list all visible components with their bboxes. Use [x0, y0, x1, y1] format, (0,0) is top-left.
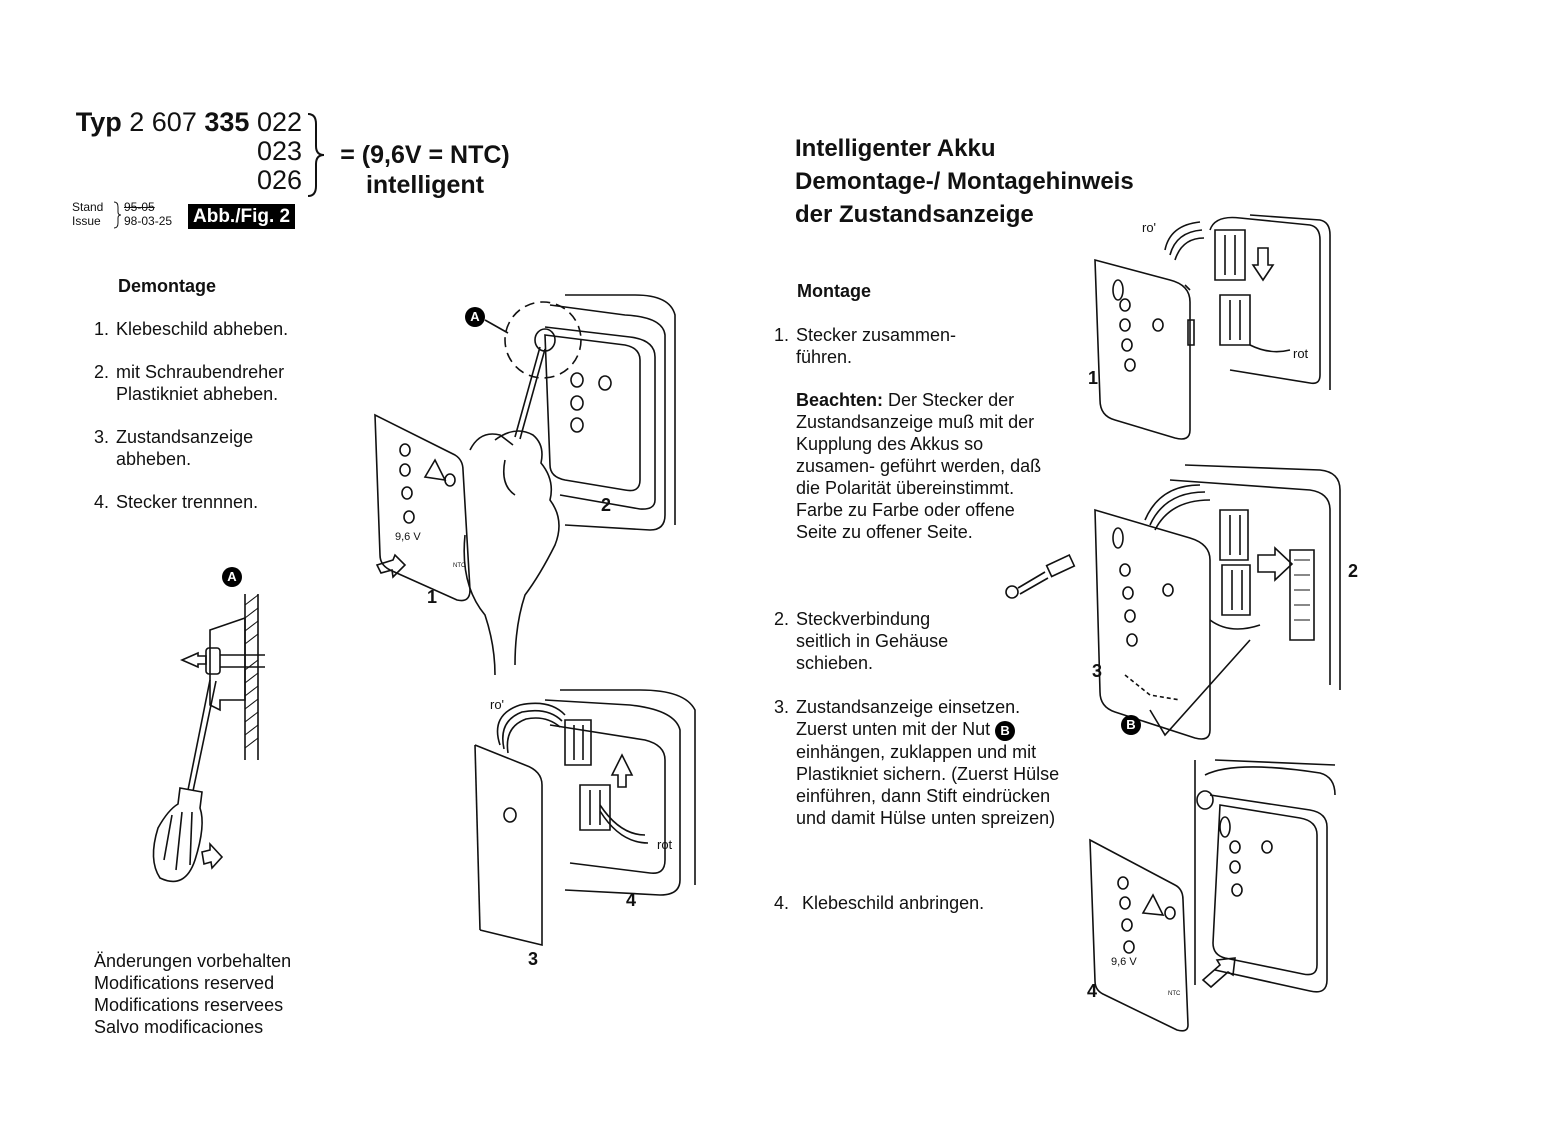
montage-title: Montage [797, 281, 871, 301]
montage-step-1: 1.Stecker zusammen- führen. [774, 325, 957, 367]
left-fig-label-3: 3 [528, 949, 539, 969]
type-brace [306, 112, 326, 198]
montage-fig-1-illustration: ro' rot [1090, 210, 1340, 440]
footer-note-es: Salvo modificaciones [94, 1017, 264, 1037]
type-number-block: Typ 2 607 335 022 023 026 [72, 108, 302, 195]
heading-line-3: der Zustandsanzeige [795, 201, 1034, 228]
marker-a-detail: A [222, 567, 242, 587]
montage-step-4: 4.Klebeschild anbringen. [774, 893, 985, 913]
wire-red-top-right: ro' [1142, 220, 1156, 235]
figure-badge: Abb./Fig. 2 [188, 204, 296, 229]
right-fig-label-4: 4 [1087, 981, 1098, 1001]
right-fig-label-2: 2 [1348, 561, 1359, 581]
demontage-fig-1-2-illustration: 9,6 V NTC [365, 285, 695, 685]
stand-old-date: 95-05 [124, 200, 155, 214]
montage-fig-4-illustration: 9,6 V NTC [1085, 755, 1345, 1035]
left-fig-label-2: 2 [601, 495, 612, 515]
stand-brace [113, 201, 121, 229]
footer-note-de: Änderungen vorbehalten [94, 951, 292, 971]
left-fig-label-4: 4 [626, 890, 637, 910]
heading-line-1: Intelligenter Akku [795, 135, 996, 162]
footer-note-fr: Modifications reservees [94, 995, 284, 1015]
rivet-detail-illustration [140, 560, 300, 900]
note-bold: Beachten: [796, 390, 884, 410]
typ-label: Typ [75, 107, 122, 137]
demontage-step: 1.Klebeschild abheben. [94, 319, 289, 339]
issue-date: 98-03-25 [124, 214, 173, 228]
typ-variant-3: 026 [256, 165, 302, 195]
demontage-step: 4.Stecker trennnen. [94, 492, 259, 512]
montage-fig-2-3-illustration [1000, 460, 1345, 740]
marker-b: B [1121, 715, 1141, 735]
formula-line-2: intelligent [365, 171, 485, 199]
wire-red-bottom-right: rot [1293, 346, 1309, 361]
voltage-label-left: 9,6 V [395, 531, 421, 543]
issue-label: Issue [72, 214, 101, 228]
ntc-label-right: NTC [1168, 991, 1181, 997]
voltage-label-right: 9,6 V [1111, 956, 1137, 968]
note-text: Der Stecker der Zustandsanzeige muß mit … [796, 390, 1042, 542]
demontage-title: Demontage [118, 276, 217, 296]
wire-red-bottom-left: rot [657, 837, 673, 852]
typ-variant-1: 022 [256, 107, 302, 137]
formula-line-1: = (9,6V = NTC) [340, 141, 510, 169]
demontage-step: 3.Zustandsanzeige abheben. [94, 427, 254, 469]
right-fig-label-3: 3 [1092, 661, 1103, 681]
typ-prefix: 2 607 [129, 107, 197, 137]
left-fig-label-1: 1 [427, 587, 438, 607]
right-heading: Intelligenter Akku Demontage-/ Montagehi… [795, 132, 1134, 231]
montage-note: Beachten: Der Stecker der Zustandsanzeig… [796, 389, 1051, 543]
typ-bold: 335 [204, 107, 250, 137]
montage-step-2: 2.Steckverbindung seitlich in Gehäuse sc… [774, 609, 949, 673]
formula: = (9,6V = NTC) intelligent [330, 140, 520, 200]
footer-notes: Änderungen vorbehalten Modifications res… [94, 950, 291, 1038]
type-row-1: Typ 2 607 335 022 [72, 108, 302, 137]
ntc-label-left: NTC [453, 563, 466, 569]
demontage-steps: 1.Klebeschild abheben. 2.mit Schraubendr… [94, 318, 334, 534]
typ-variant-2: 023 [256, 136, 302, 166]
marker-a: A [465, 307, 485, 327]
stand-label: Stand [72, 200, 104, 214]
heading-line-2: Demontage-/ Montagehinweis [795, 168, 1134, 195]
wire-red-top-left: ro' [490, 697, 504, 712]
demontage-step: 2.mit Schraubendreher Plastikniet abhebe… [94, 362, 285, 404]
demontage-fig-3-4-illustration: ro' rot [470, 685, 700, 945]
montage-step-3: 3. Zustandsanzeige einsetzen. Zuerst unt… [774, 697, 1060, 828]
marker-b-inline: B [995, 721, 1016, 741]
stand-labels: Stand Issue [72, 200, 103, 228]
right-fig-label-1: 1 [1088, 368, 1099, 388]
stand-dates: 95-05 98-03-25 [124, 200, 172, 228]
footer-note-en: Modifications reserved [94, 973, 275, 993]
